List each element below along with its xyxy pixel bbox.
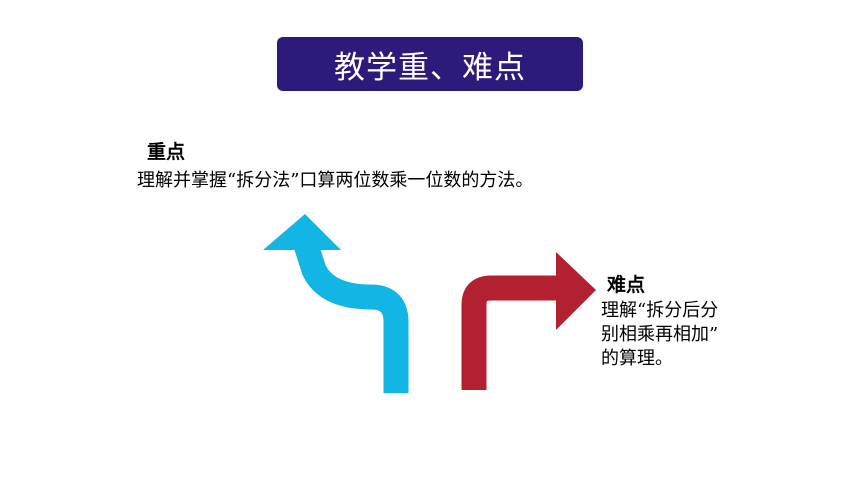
difficult-point-text: 理解“拆分后分 别相乘再相加” 的算理。	[601, 300, 719, 369]
difficult-point-heading: 难点	[607, 274, 646, 296]
key-point-heading: 重点	[147, 141, 186, 163]
curved-arrow-up-left-icon	[263, 214, 409, 393]
page-title: 教学重、难点	[334, 49, 526, 86]
curved-arrow-up-right-icon	[461, 252, 596, 390]
title-banner: 教学重、难点	[277, 37, 583, 91]
key-point-text: 理解并掌握“拆分法”口算两位数乘一位数的方法。	[137, 170, 534, 191]
